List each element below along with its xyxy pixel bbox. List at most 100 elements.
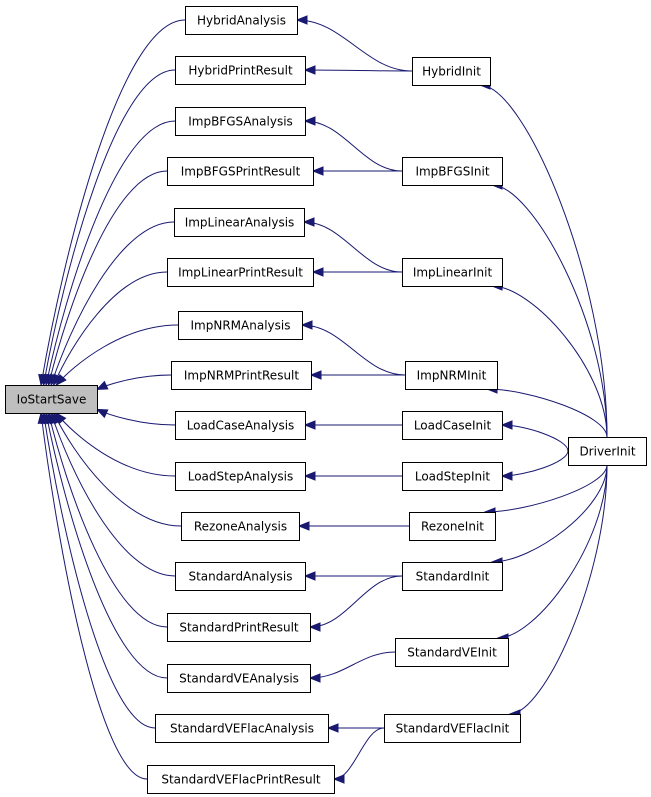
node-label: ImpNRMPrintResult — [184, 369, 299, 383]
edge-driver-init-to-imp-nrm-init — [486, 388, 608, 438]
edge-standard-ve-analysis-to-io-start-save — [45, 412, 168, 679]
node-box[interactable] — [402, 157, 503, 186]
node-label: StandardVEInit — [407, 646, 497, 660]
arrowhead-standard-ve-flac-init-to-standard-ve-flac-print-result — [332, 774, 345, 784]
node-box[interactable] — [395, 638, 509, 667]
arrowhead-load-case-analysis-to-io-start-save — [95, 408, 109, 419]
node-box[interactable] — [175, 462, 306, 491]
node-standard-ve-flac-print-result[interactable]: StandardVEFlacPrintResult — [147, 765, 335, 794]
node-load-case-analysis[interactable]: LoadCaseAnalysis — [175, 411, 306, 440]
node-box[interactable] — [412, 57, 491, 86]
node-hybrid-init[interactable]: HybridInit — [412, 57, 491, 86]
node-layer: IoStartSave HybridAnalysisHybridPrintResu… — [5, 6, 647, 794]
node-box[interactable] — [178, 311, 303, 340]
arrowhead-hybrid-init-to-hybrid-analysis — [295, 15, 308, 25]
node-imp-linear-init[interactable]: ImpLinearInit — [402, 258, 503, 287]
node-box[interactable] — [175, 411, 306, 440]
node-standard-analysis[interactable]: StandardAnalysis — [175, 562, 306, 591]
node-box[interactable] — [5, 385, 98, 414]
edge-hybrid-init-to-hybrid-analysis — [296, 19, 413, 72]
edge-driver-init-to-imp-linear-init — [491, 285, 608, 438]
node-box[interactable] — [174, 208, 305, 237]
node-label: ImpBFGSInit — [415, 165, 489, 179]
node-io-start-save[interactable]: IoStartSave — [5, 385, 98, 414]
node-box[interactable] — [175, 56, 306, 85]
edge-imp-bfgs-analysis-to-io-start-save — [45, 120, 176, 386]
edge-imp-bfgs-init-to-imp-bfgs-analysis — [304, 120, 403, 172]
node-rezone-analysis[interactable]: RezoneAnalysis — [181, 512, 300, 541]
node-box[interactable] — [409, 512, 496, 541]
node-load-step-analysis[interactable]: LoadStepAnalysis — [175, 462, 306, 491]
node-label: ImpLinearPrintResult — [178, 266, 303, 280]
node-box[interactable] — [147, 765, 335, 794]
edge-driver-init-to-standard-init — [491, 464, 608, 563]
arrowhead-imp-nrm-print-result-to-io-start-save — [95, 380, 109, 390]
edge-imp-linear-print-result-to-io-start-save — [53, 271, 168, 386]
node-label: StandardVEFlacInit — [396, 722, 510, 736]
node-standard-init[interactable]: StandardInit — [402, 562, 503, 591]
node-box[interactable] — [402, 562, 503, 591]
node-label: RezoneAnalysis — [194, 520, 287, 534]
node-standard-ve-flac-analysis[interactable]: StandardVEFlacAnalysis — [155, 714, 329, 743]
node-label: StandardVEAnalysis — [179, 672, 299, 686]
node-imp-nrm-init[interactable]: ImpNRMInit — [405, 361, 498, 390]
edge-driver-init-to-rezone-init — [484, 464, 608, 513]
arrowhead-imp-linear-init-to-imp-linear-analysis — [302, 217, 315, 227]
node-standard-ve-flac-init[interactable]: StandardVEFlacInit — [384, 714, 521, 743]
node-label: StandardVEFlacPrintResult — [161, 773, 321, 787]
edge-standard-ve-flac-analysis-to-io-start-save — [43, 412, 156, 729]
edge-standard-init-to-standard-print-result — [309, 575, 403, 628]
node-box[interactable] — [402, 462, 503, 491]
arrowhead-imp-nrm-init-to-imp-nrm-print-result — [309, 370, 322, 380]
node-box[interactable] — [171, 361, 312, 390]
edge-hybrid-print-result-to-io-start-save — [43, 69, 176, 386]
node-label: StandardAnalysis — [188, 570, 292, 584]
node-imp-nrm-analysis[interactable]: ImpNRMAnalysis — [178, 311, 303, 340]
edge-standard-ve-flac-init-to-standard-ve-flac-print-result — [333, 727, 385, 780]
edge-imp-linear-analysis-to-io-start-save — [50, 221, 175, 386]
node-box[interactable] — [402, 411, 503, 440]
node-standard-ve-analysis[interactable]: StandardVEAnalysis — [167, 664, 311, 693]
edge-driver-init-to-standard-ve-flac-init — [509, 464, 608, 715]
node-imp-nrm-print-result[interactable]: ImpNRMPrintResult — [171, 361, 312, 390]
node-hybrid-analysis[interactable]: HybridAnalysis — [185, 6, 298, 35]
node-box[interactable] — [185, 6, 298, 35]
node-load-case-init[interactable]: LoadCaseInit — [402, 411, 503, 440]
node-box[interactable] — [402, 258, 503, 287]
arrowhead-imp-bfgs-init-to-imp-bfgs-analysis — [303, 116, 316, 126]
node-load-step-init[interactable]: LoadStepInit — [402, 462, 503, 491]
edge-hybrid-init-to-hybrid-print-result — [304, 69, 413, 72]
node-box[interactable] — [167, 157, 314, 186]
node-box[interactable] — [155, 714, 329, 743]
edge-driver-init-to-hybrid-init — [479, 84, 608, 438]
arrowhead-driver-init-to-load-case-init — [500, 420, 513, 430]
node-label: ImpLinearInit — [413, 266, 493, 280]
edge-layer — [40, 19, 608, 780]
edge-standard-ve-flac-print-result-to-io-start-save — [40, 412, 148, 780]
node-imp-bfgs-print-result[interactable]: ImpBFGSPrintResult — [167, 157, 314, 186]
node-box[interactable] — [181, 512, 300, 541]
node-imp-linear-analysis[interactable]: ImpLinearAnalysis — [174, 208, 305, 237]
node-label: LoadCaseAnalysis — [187, 419, 295, 433]
node-label: IoStartSave — [17, 393, 87, 407]
node-driver-init[interactable]: DriverInit — [568, 437, 647, 466]
node-box[interactable] — [384, 714, 521, 743]
node-box[interactable] — [568, 437, 647, 466]
node-imp-bfgs-init[interactable]: ImpBFGSInit — [402, 157, 503, 186]
node-box[interactable] — [167, 613, 311, 642]
node-standard-print-result[interactable]: StandardPrintResult — [167, 613, 311, 642]
node-box[interactable] — [167, 258, 314, 287]
node-label: HybridPrintResult — [188, 64, 293, 78]
node-standard-ve-init[interactable]: StandardVEInit — [395, 638, 509, 667]
node-box[interactable] — [405, 361, 498, 390]
node-rezone-init[interactable]: RezoneInit — [409, 512, 496, 541]
node-box[interactable] — [175, 562, 306, 591]
node-hybrid-print-result[interactable]: HybridPrintResult — [175, 56, 306, 85]
edge-standard-print-result-to-io-start-save — [48, 412, 168, 628]
node-box[interactable] — [167, 664, 311, 693]
node-imp-linear-print-result[interactable]: ImpLinearPrintResult — [167, 258, 314, 287]
node-box[interactable] — [175, 107, 306, 136]
arrowhead-imp-nrm-init-to-imp-nrm-analysis — [300, 320, 313, 330]
node-imp-bfgs-analysis[interactable]: ImpBFGSAnalysis — [175, 107, 306, 136]
node-label: ImpLinearAnalysis — [185, 216, 295, 230]
